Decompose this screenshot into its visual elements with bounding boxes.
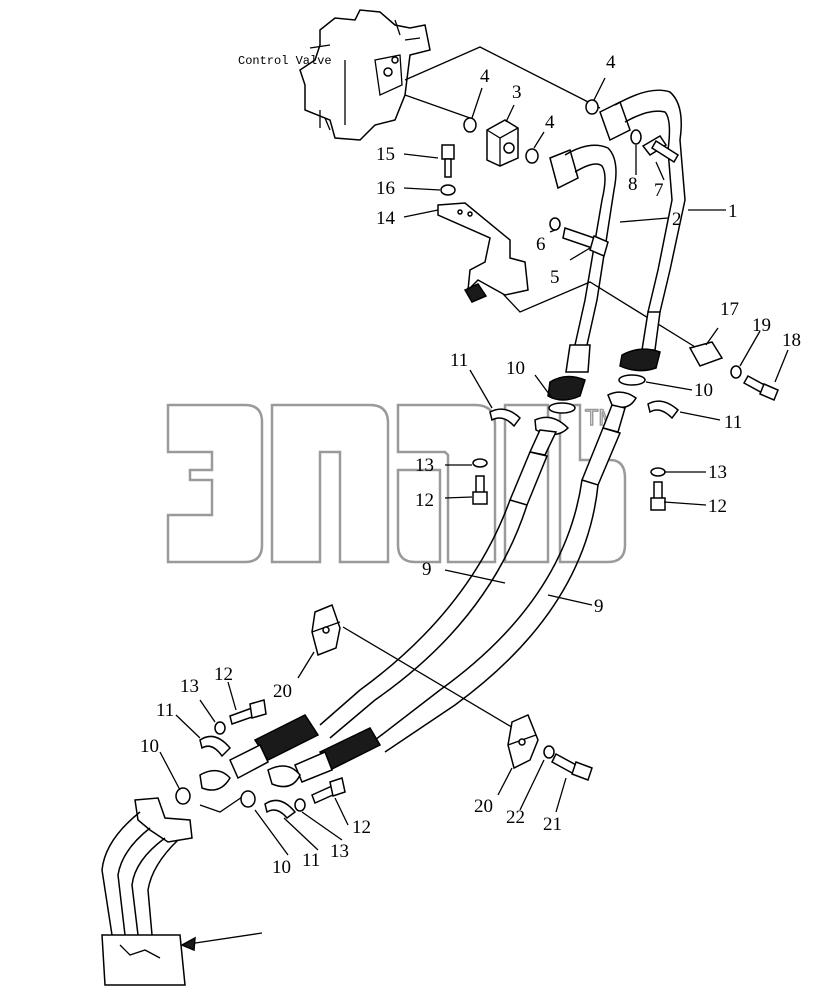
- half-clamp-11-upper-right: [647, 400, 680, 420]
- hose-clamp-20-upper: [311, 604, 341, 657]
- bolt-7: [641, 134, 680, 164]
- label-part-19: 19: [752, 315, 771, 336]
- label-part-22: 22: [506, 807, 525, 828]
- washer-8: [630, 129, 642, 145]
- label-part-8: 8: [628, 174, 638, 195]
- washer-13-upper-right: [650, 467, 666, 477]
- o-ring-10-lower-right: [240, 790, 256, 808]
- label-part-12-lower-left: 12: [214, 664, 233, 685]
- label-part-14: 14: [376, 208, 396, 229]
- bolt-12-lower-right: [311, 777, 346, 805]
- half-clamp-11-lower-left: [199, 735, 232, 758]
- label-part-21: 21: [543, 814, 562, 835]
- part-labels: 1 2 3 4 4 4 5 6 7 8 9 9 10 10 10 10 11 1…: [140, 52, 801, 878]
- washer-16: [440, 184, 456, 196]
- bolt-12-upper-left: [472, 475, 488, 505]
- hose-clamp-20-lower: [507, 714, 539, 770]
- assembly-lines: [199, 46, 701, 813]
- o-rings-4: [463, 99, 599, 164]
- tube-2: [547, 144, 617, 401]
- label-part-4-middle: 4: [545, 112, 555, 133]
- hose-9-right-lower-end: [267, 727, 382, 788]
- label-part-16: 16: [376, 178, 395, 199]
- tube-1: [599, 89, 686, 372]
- label-part-15: 15: [376, 144, 395, 165]
- bolt-12-lower-left: [229, 699, 267, 725]
- label-part-5: 5: [550, 267, 560, 288]
- washer-13-lower-right: [294, 798, 306, 812]
- hose-9-right: [374, 479, 599, 753]
- label-part-17: 17: [720, 299, 739, 320]
- label-part-10-lower-right: 10: [272, 857, 291, 878]
- label-part-9-left: 9: [422, 559, 432, 580]
- washer-6: [549, 217, 561, 231]
- half-clamp-11-upper-left: [489, 408, 522, 428]
- label-part-13-upper-right: 13: [708, 462, 727, 483]
- label-part-11-upper-right: 11: [724, 412, 742, 433]
- label-part-10-lower-left: 10: [140, 736, 159, 757]
- control-valve: Control Valve: [238, 9, 431, 141]
- label-part-11-lower-right: 11: [302, 850, 320, 871]
- half-clamp-11-lower-right: [264, 799, 297, 820]
- label-part-18: 18: [782, 330, 801, 351]
- label-part-20-lower: 20: [474, 796, 493, 817]
- label-part-12-upper-left: 12: [415, 490, 434, 511]
- o-ring-10-upper-left: [548, 402, 576, 414]
- label-part-11-lower-left: 11: [156, 700, 174, 721]
- bolt-15: [441, 144, 455, 178]
- label-part-11-upper-left: 11: [450, 350, 468, 371]
- washer-13-upper-left: [472, 458, 488, 468]
- washer-13-lower-left: [214, 721, 226, 735]
- bracket-14: [437, 202, 529, 303]
- bolt-5: [562, 227, 609, 258]
- label-part-4-right: 4: [606, 52, 616, 73]
- o-ring-10-lower-left: [175, 787, 191, 805]
- clamp-17: [688, 341, 724, 367]
- label-part-2: 2: [672, 209, 682, 230]
- hose-9-left: [319, 499, 528, 739]
- label-part-12-upper-right: 12: [708, 496, 727, 517]
- washer-19: [730, 365, 742, 379]
- label-part-10-upper-left: 10: [506, 358, 525, 379]
- label-part-13-lower-right: 13: [330, 841, 349, 862]
- label-part-9-right: 9: [594, 596, 604, 617]
- bolt-18: [742, 374, 779, 401]
- label-leaders: [159, 77, 789, 856]
- lower-pipe-assembly: [101, 797, 263, 986]
- label-part-7: 7: [654, 180, 664, 201]
- label-part-4-left: 4: [480, 66, 490, 87]
- label-part-6: 6: [536, 234, 546, 255]
- label-part-3: 3: [512, 82, 522, 103]
- bolt-12-upper-right: [650, 481, 666, 511]
- label-part-1: 1: [728, 201, 738, 222]
- label-part-13-upper-left: 13: [415, 455, 434, 476]
- label-part-12-lower-right: 12: [352, 817, 371, 838]
- bolt-21: [551, 752, 593, 781]
- control-valve-label: Control Valve: [238, 54, 332, 68]
- washer-22: [543, 745, 555, 759]
- o-ring-10-upper-right: [618, 374, 646, 386]
- part-3-flange-block: [486, 119, 519, 167]
- label-part-10-upper-right: 10: [694, 380, 713, 401]
- label-part-13-lower-left: 13: [180, 676, 199, 697]
- label-part-20-upper: 20: [273, 681, 292, 702]
- hose-9-left-lower-end: [199, 714, 320, 791]
